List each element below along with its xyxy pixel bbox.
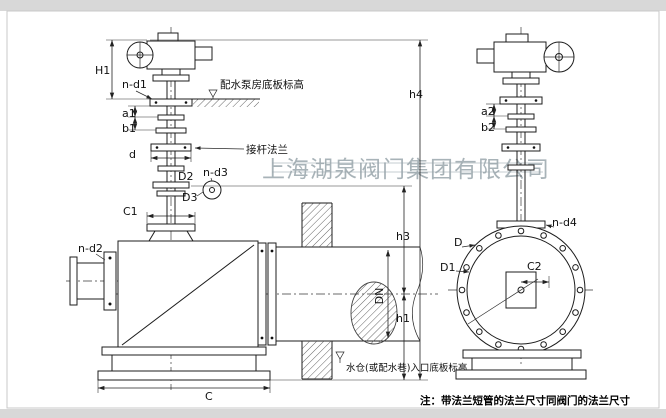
stem-flange-d3 [156, 190, 186, 197]
dim-n-d4-label: n-d4 [552, 216, 577, 229]
bolt-holes [458, 227, 584, 353]
dim-a2-label: a2 [481, 105, 495, 118]
company-watermark: 上海湖泉阀门集团有限公司 [262, 157, 550, 183]
inner-flange-circle [466, 235, 576, 345]
height-dimensions: DN h3 h1 h4 [150, 39, 428, 381]
base-plate [97, 370, 271, 381]
extension-rod-flange [150, 143, 192, 152]
leader-line [194, 146, 245, 151]
sump-floor-label: 水仓(或配水巷)入口底板标高 [346, 362, 467, 374]
bolt-detail: n-d3 D2 D3 [178, 166, 228, 204]
dim-n-d2-label: n-d2 [78, 242, 103, 255]
left-view: 配水泵房底板标高 接杆法兰 n-d3 D2 D3 n-d2 [66, 27, 467, 403]
dim-C1-label: C1 [123, 205, 138, 218]
dim-D2-label: D2 [178, 170, 193, 183]
elbow-base [97, 346, 271, 381]
wall-hatch-upper [302, 203, 332, 247]
level-symbol-icon [208, 89, 218, 98]
center-boss [505, 271, 537, 309]
bonnet-flange [146, 223, 196, 232]
dim-h4-label: h4 [409, 88, 423, 101]
base-plate [455, 369, 587, 380]
motor [476, 48, 495, 64]
actuator-base-flange [502, 77, 540, 85]
dim-C2-label: C2 [527, 260, 542, 273]
chord-line [467, 278, 539, 325]
wall-hatch-lower [302, 341, 332, 379]
base-flange [101, 346, 267, 356]
dim-a1-label: a1 [122, 107, 136, 120]
dim-D1-label: D1 [440, 261, 455, 274]
section-blob [350, 281, 398, 345]
stem-flange [157, 165, 185, 172]
dim-d-label: d [129, 148, 136, 161]
dim-D-label: D [454, 236, 462, 249]
left-actuator [126, 32, 213, 82]
dim-C-label: C [205, 390, 213, 403]
right-actuator [476, 33, 575, 85]
rod-flange-callout: 接杆法兰 [194, 143, 288, 156]
bolt-hole [209, 187, 215, 193]
elbow-miter-line [121, 244, 255, 346]
stem-flange [155, 127, 187, 134]
sump-floor-level: 水仓(或配水巷)入口底板标高 [335, 351, 467, 374]
dim-b2-label: b2 [481, 121, 495, 134]
level-symbol-icon [335, 351, 345, 360]
right-stem [496, 84, 546, 229]
right-base [455, 349, 587, 380]
center-point [517, 286, 525, 294]
dim-h1-label: h1 [396, 312, 410, 325]
dim-H1-label: H1 [95, 64, 110, 77]
drawing-note: 注：带法兰短管的法兰尺寸同阀门的法兰尺寸 [420, 394, 630, 407]
stem-flange [499, 96, 543, 105]
pipe-run [276, 202, 424, 380]
ground-hatch [193, 99, 259, 107]
actuator-neck [511, 71, 531, 79]
stem-flange [507, 113, 535, 120]
valve-flange-front: D D1 C2 [440, 225, 586, 355]
floor-flange [149, 98, 193, 107]
dim-b1-label: b1 [122, 122, 136, 135]
dim-n-d1-label: n-d1 [122, 78, 147, 91]
bolt-detail-circle [202, 180, 222, 200]
stem-flange [507, 164, 535, 171]
right-view: a2 b2 n-d4 [440, 27, 594, 380]
watermark-group: 上海湖泉阀门集团有限公司 [262, 157, 550, 183]
pipe-flange-b [267, 242, 277, 346]
motor [194, 46, 213, 61]
right-stem-dimensions: a2 b2 n-d4 [481, 103, 577, 229]
pump-room-floor-level: 配水泵房底板标高 [192, 78, 304, 107]
left-dimensions: H1 n-d1 a1 b1 d C1 C [95, 39, 271, 403]
pump-room-floor-label: 配水泵房底板标高 [220, 78, 304, 91]
left-flange-plate [103, 251, 117, 311]
stub-end-flange [69, 256, 78, 306]
gearbox [493, 41, 547, 73]
pipe-flange-a [257, 242, 267, 346]
top-cap [157, 32, 179, 42]
stem-flange [505, 126, 537, 133]
actuator-base-flange [152, 74, 190, 82]
dim-n-d3-label: n-d3 [203, 166, 228, 179]
border-frame [6, 10, 660, 409]
base-flange [462, 349, 582, 359]
left-stem [146, 81, 196, 242]
top-cap [505, 33, 529, 43]
rod-flange-label: 接杆法兰 [246, 143, 288, 156]
dim-DN-label: DN [373, 288, 386, 305]
top-band [0, 0, 666, 11]
dim-h3-label: h3 [396, 230, 410, 243]
stem-flange [501, 143, 541, 152]
stem-flange [157, 114, 185, 121]
elbow-body: n-d2 [69, 240, 277, 348]
stem-flange-d2 [152, 181, 190, 189]
actuator-neck [161, 68, 181, 76]
gearbox [146, 40, 196, 70]
bottom-band [0, 409, 666, 418]
dim-D3-label: D3 [182, 191, 197, 204]
body-outline [117, 240, 259, 348]
pipe-break-line [411, 246, 424, 342]
